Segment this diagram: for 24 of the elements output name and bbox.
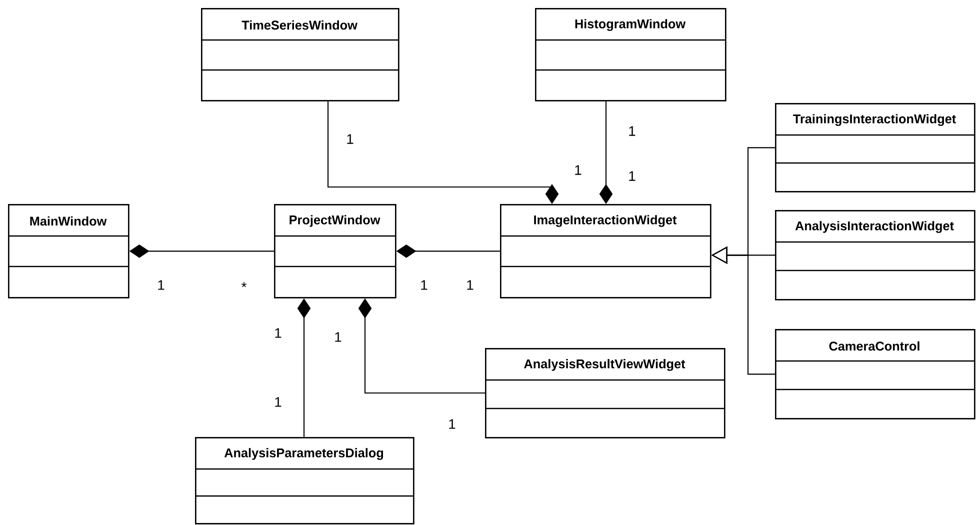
class-box: AnalysisResultViewWidget [485, 348, 726, 438]
multiplicity-label: 1 [275, 397, 282, 407]
class-box: MainWindow [8, 204, 130, 298]
multiplicity-label: 1 [158, 280, 164, 290]
multiplicity-label: 1 [449, 419, 456, 429]
class-box: AnalysisInteractionWidget [775, 210, 976, 300]
class-box: TrainingsInteractionWidget [775, 103, 976, 192]
connector [327, 101, 559, 204]
multiplicity-label: 1 [467, 280, 474, 290]
multiplicity-label: 1 [629, 126, 636, 136]
multiplicity-label: 1 [629, 171, 636, 181]
class-box: AnalysisParametersDialog [195, 436, 414, 524]
multiplicity-label: 1 [335, 332, 342, 342]
multiplicity-label: 1 [575, 165, 582, 175]
multiplicity-label: 1 [275, 328, 282, 338]
class-box: HistogramWindow [535, 8, 726, 102]
multiplicity-label: * [242, 282, 246, 288]
connector [599, 101, 613, 204]
multiplicity-label: 1 [421, 280, 428, 290]
multiplicity-label: 1 [347, 134, 354, 144]
class-box: CameraControl [775, 329, 976, 420]
class-box: TimeSeriesWindow [201, 8, 400, 102]
class-box: ImageInteractionWidget [500, 204, 712, 298]
class-box: ProjectWindow [274, 204, 396, 298]
